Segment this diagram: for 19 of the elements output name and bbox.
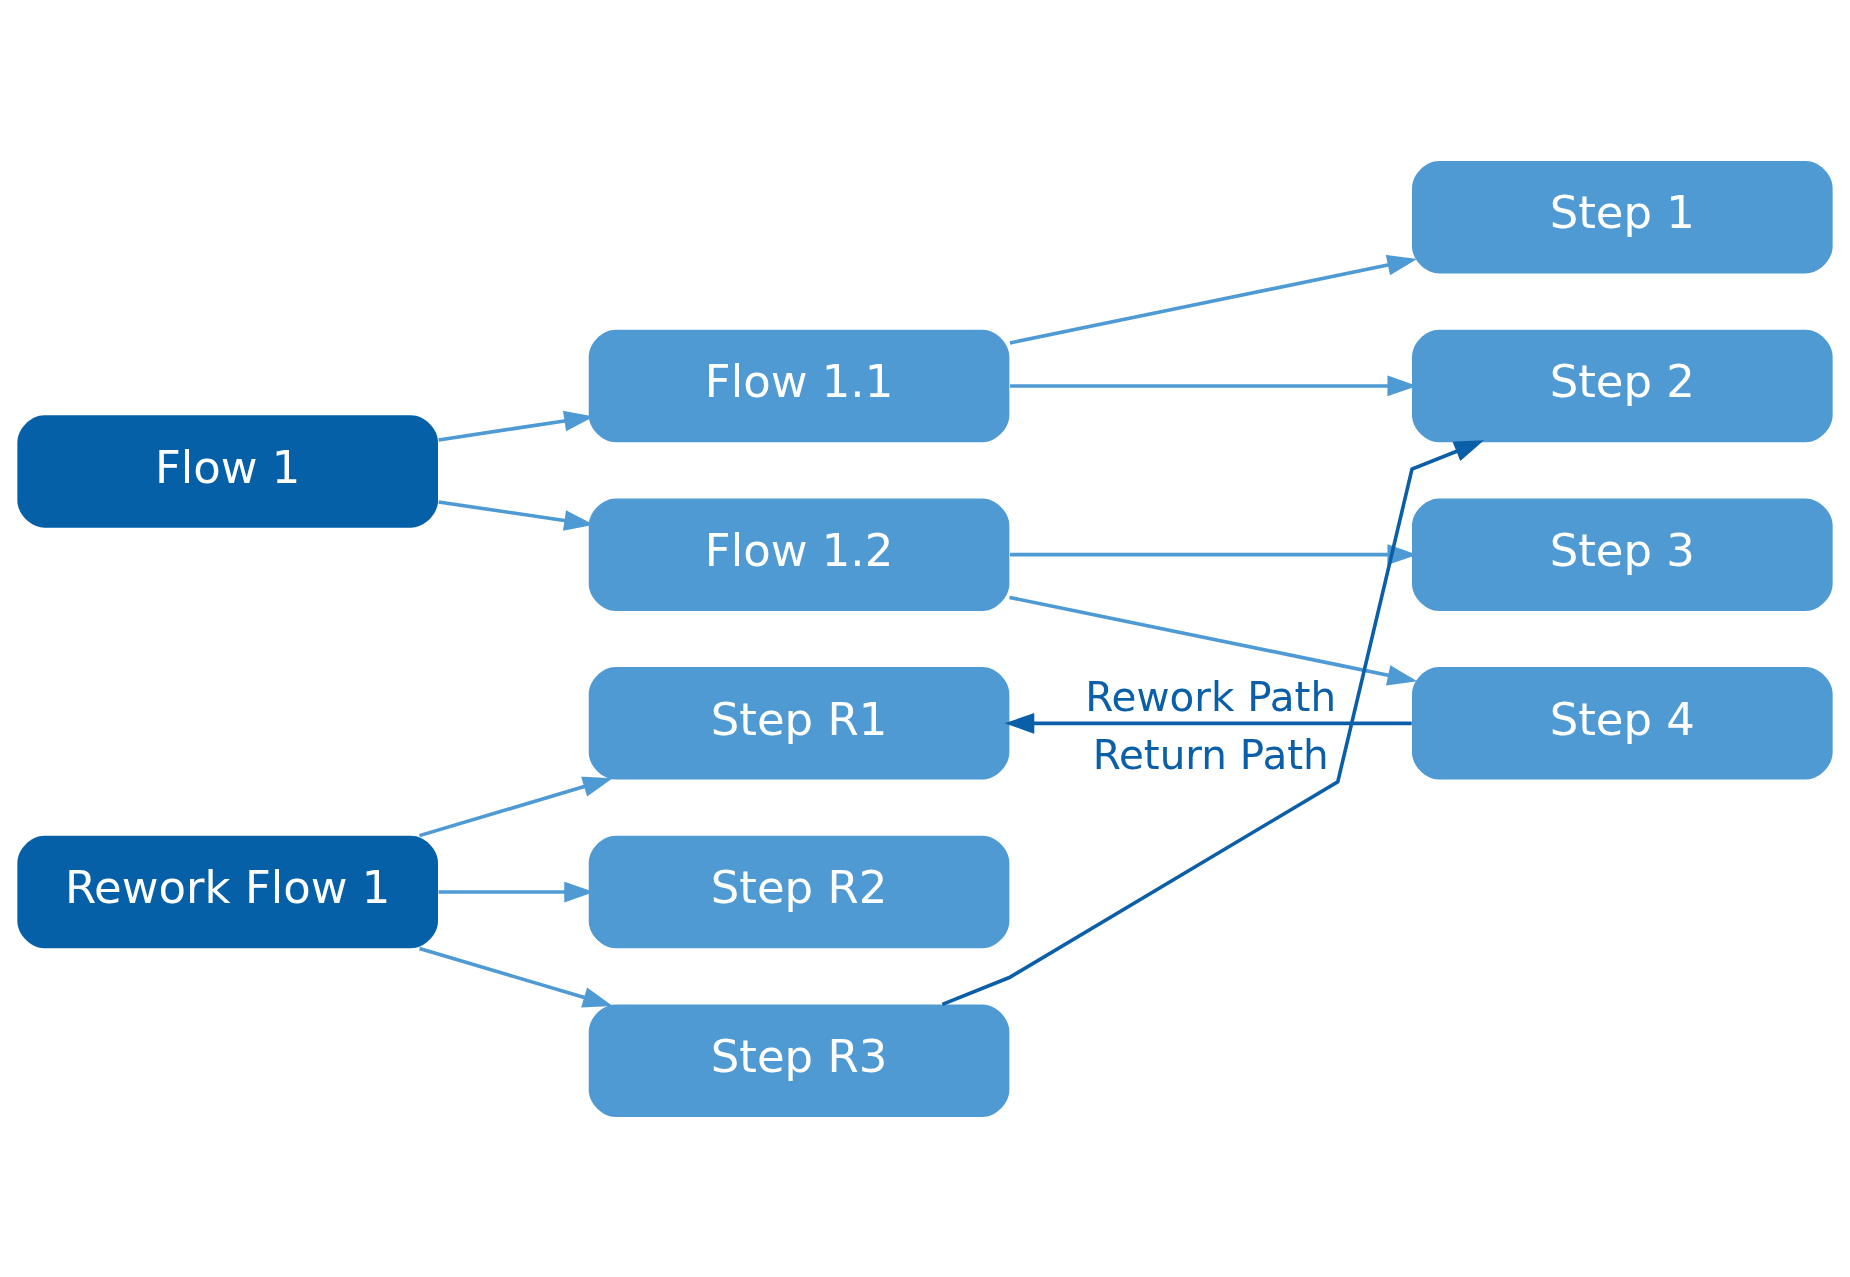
- node-box: Step 2: [1412, 329, 1833, 442]
- arrow: [418, 946, 613, 1007]
- node-box: Step 1: [1412, 160, 1833, 273]
- edge-label: Return Path: [1092, 730, 1329, 779]
- node-box: Step R1: [588, 666, 1010, 780]
- arrow: [418, 776, 613, 837]
- node-box: Flow 1.1: [588, 329, 1010, 442]
- node-box: Flow 1.2: [588, 497, 1010, 611]
- node-box: Step R3: [588, 1004, 1010, 1117]
- node-box: Step R2: [588, 835, 1010, 948]
- node-box: Rework Flow 1: [17, 835, 438, 948]
- node-box: Step 3: [1412, 497, 1833, 611]
- arrow: [941, 439, 1485, 1006]
- arrow: [1004, 712, 1412, 734]
- arrow: [1009, 595, 1418, 685]
- node-box: Step 4: [1412, 666, 1833, 780]
- edge-label: Rework Path: [1085, 672, 1337, 721]
- arrow: [1009, 254, 1418, 345]
- node-box: Flow 1: [17, 414, 438, 528]
